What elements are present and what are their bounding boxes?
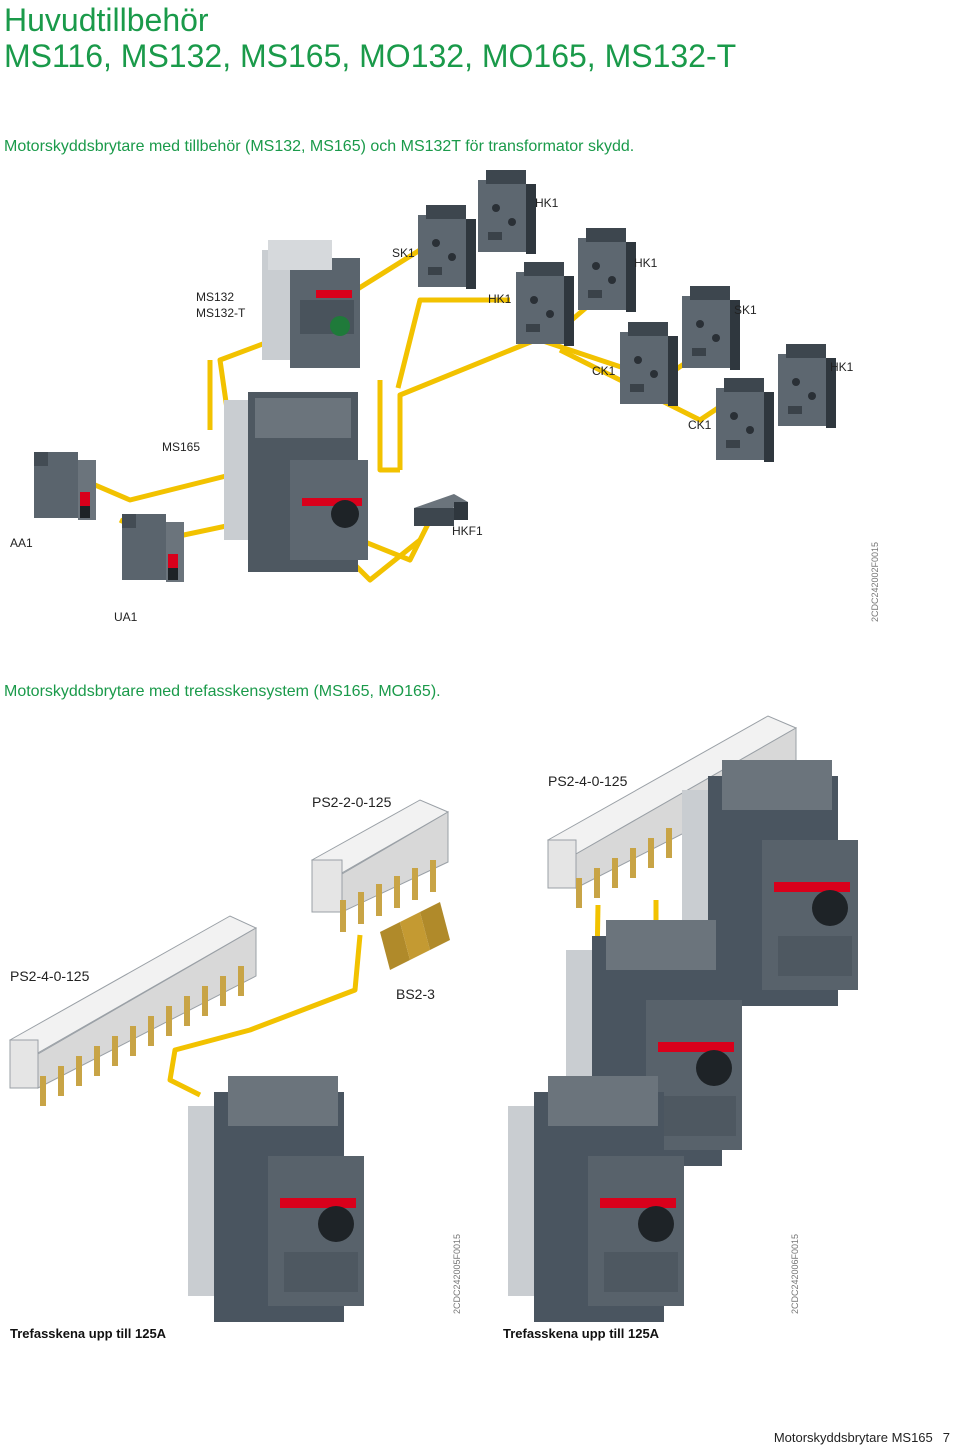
- page-title: Huvudtillbehör MS116, MS132, MS165, MO13…: [4, 2, 736, 74]
- label-ck1-a: CK1: [592, 364, 616, 378]
- label-ps2-4-0-125-top: PS2-4-0-125: [548, 773, 628, 789]
- label-hk1-mid: HK1: [634, 256, 658, 270]
- label-ms132: MS132: [196, 290, 235, 304]
- hk1-block-top: [478, 170, 536, 254]
- busbar-ps2-4-left: [8, 915, 258, 1106]
- footer-text: Motorskyddsbrytare MS165: [773, 1430, 933, 1445]
- busbar-end-caps-bs2-3: [380, 902, 450, 970]
- ck1-block-a: [620, 322, 678, 406]
- label-ms165: MS165: [162, 440, 201, 454]
- busbar-ps2-2: [310, 799, 450, 932]
- label-ms132t: MS132-T: [196, 306, 246, 320]
- section2-heading: Motorskyddsbrytare med trefasskensystem …: [4, 683, 441, 700]
- sk1-block-top: [418, 205, 476, 289]
- caption-left: Trefasskena upp till 125A: [10, 1326, 167, 1341]
- breaker-bottom-left: [188, 1076, 364, 1322]
- ms165-device-illustration: [224, 392, 368, 572]
- label-ps2-2-0-125: PS2-2-0-125: [312, 794, 392, 810]
- accessories-illustration: [34, 170, 836, 583]
- hk1-block-mid: [578, 228, 636, 312]
- hk1-block-left: [516, 262, 574, 346]
- label-hk1-cut: HK1: [830, 360, 854, 374]
- label-hk1-top: HK1: [535, 196, 559, 210]
- sk1-block-right: [682, 286, 740, 370]
- label-aa1: AA1: [10, 536, 33, 550]
- caption-right: Trefasskena upp till 125A: [503, 1326, 660, 1341]
- hkf1-block: [414, 494, 468, 526]
- figure1-code: 2CDC242002F0015: [870, 541, 880, 622]
- page-title-line2: MS116, MS132, MS165, MO132, MO165, MS132…: [4, 38, 737, 74]
- label-ps2-4-0-125-left: PS2-4-0-125: [10, 968, 90, 984]
- label-sk1-top: SK1: [392, 246, 415, 260]
- label-bs2-3: BS2-3: [396, 986, 435, 1002]
- label-hkf1: HKF1: [452, 524, 483, 538]
- figure2-code-left: 2CDC242005F0015: [452, 1233, 462, 1314]
- label-ck1-b: CK1: [688, 418, 712, 432]
- page-title-line1: Huvudtillbehör: [4, 2, 209, 38]
- breaker-bottom-right: [508, 1076, 684, 1322]
- ck1-block-b: [716, 378, 774, 462]
- page-number: 7: [942, 1430, 950, 1445]
- page-footer: Motorskyddsbrytare MS165 7: [774, 1430, 950, 1445]
- ms132-device-illustration: [262, 240, 360, 368]
- aa1-block: [34, 452, 96, 520]
- ua1-block: [122, 514, 184, 582]
- section1-heading: Motorskyddsbrytare med tillbehör (MS132,…: [4, 138, 635, 155]
- hk1-block-right: [778, 344, 836, 428]
- figure2-code-right: 2CDC242006F0015: [790, 1233, 800, 1314]
- label-sk1-right: SK1: [734, 303, 757, 317]
- label-ua1: UA1: [114, 610, 138, 624]
- busbar-illustration: [8, 715, 858, 1322]
- label-hk1-left: HK1: [488, 292, 512, 306]
